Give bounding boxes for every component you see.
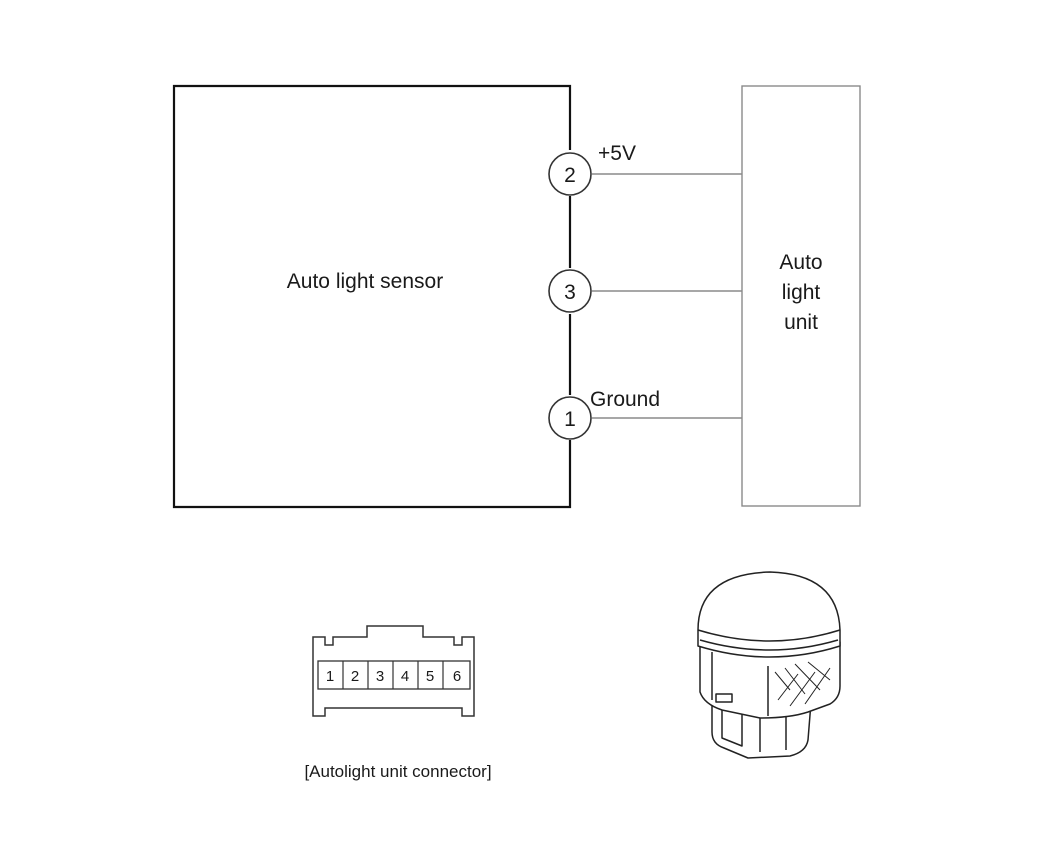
auto-light-unit-block: Auto light unit (741, 85, 861, 507)
connector-face: 1 2 3 4 5 6 (312, 625, 475, 717)
signal-label-5v: +5V (598, 142, 636, 165)
pin-number-3: 3 (564, 281, 576, 304)
connector-pin-1: 1 (326, 668, 334, 685)
pin-terminal-3: 3 (548, 269, 592, 313)
wires (592, 173, 742, 419)
connector-pin-2: 2 (351, 668, 359, 685)
pin-terminal-1: 1 (548, 396, 592, 440)
sensor-unit-illustration (697, 571, 841, 759)
connector-pin-6: 6 (453, 668, 461, 685)
auto-light-sensor-block: Auto light sensor (172, 84, 572, 509)
unit-label-line-1: Auto (779, 251, 822, 274)
pin-number-1: 1 (564, 408, 576, 431)
pin-number-2: 2 (564, 164, 576, 187)
unit-label-line-2: light (782, 281, 821, 304)
connector-pin-4: 4 (401, 668, 409, 685)
connector-pin-3: 3 (376, 668, 384, 685)
connector-caption: [Autolight unit connector] (304, 762, 491, 781)
unit-label-line-3: unit (784, 311, 818, 334)
pin-terminal-2: 2 (548, 152, 592, 196)
signal-label-ground: Ground (590, 388, 660, 411)
sensor-label: Auto light sensor (287, 270, 443, 293)
connector-pin-5: 5 (426, 668, 434, 685)
